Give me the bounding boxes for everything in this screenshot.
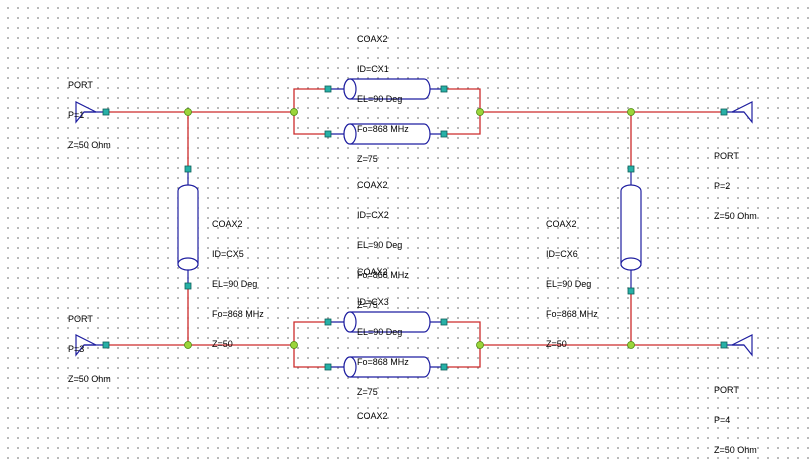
coax-cx6-symbol[interactable] xyxy=(620,169,642,291)
coax-cx6-label-line: COAX2 xyxy=(546,219,577,229)
coax-cx4-label-line: COAX2 xyxy=(357,411,388,421)
wire xyxy=(293,88,328,135)
coax-cx6-label-line: Z=50 xyxy=(546,339,567,349)
pin[interactable] xyxy=(440,363,448,371)
port-3-label: PORT P=3 Z=50 Ohm xyxy=(68,294,111,394)
pin[interactable] xyxy=(324,85,332,93)
coax-cx2-label-line: COAX2 xyxy=(357,180,388,190)
port-2-label-line: Z=50 Ohm xyxy=(714,211,757,221)
components xyxy=(75,78,753,378)
port-4-label-line: PORT xyxy=(714,385,739,395)
coax-cx3-label-line: COAX2 xyxy=(357,267,388,277)
pin[interactable] xyxy=(440,85,448,93)
port-2-label-line: P=2 xyxy=(714,181,731,191)
port-4-label: PORT P=4 Z=50 Ohm xyxy=(714,365,757,465)
port-3-label-line: Z=50 Ohm xyxy=(68,374,111,384)
coax-body xyxy=(620,184,642,271)
port-4-label-line: Z=50 Ohm xyxy=(714,445,757,455)
port-1-label-line: P=1 xyxy=(68,110,85,120)
pins xyxy=(102,85,728,371)
junction-node[interactable] xyxy=(184,341,192,349)
coax-cx5-symbol[interactable] xyxy=(177,169,199,286)
port-1-label: PORT P=1 Z=50 Ohm xyxy=(68,60,111,160)
pin[interactable] xyxy=(720,341,728,349)
pin[interactable] xyxy=(184,282,192,290)
port-1-label-line: Z=50 Ohm xyxy=(68,140,111,150)
port-1-label-line: PORT xyxy=(68,80,93,90)
coax-cx3-symbol[interactable] xyxy=(328,311,444,333)
coax-cx1-label: COAX2 ID=CX1 EL=90 Deg Fo=868 MHz Z=75 xyxy=(357,14,409,174)
coax-end xyxy=(343,356,357,378)
coax-cx5-label-line: Z=50 xyxy=(212,339,233,349)
junction-node[interactable] xyxy=(627,341,635,349)
junction-node[interactable] xyxy=(476,108,484,116)
pin[interactable] xyxy=(324,130,332,138)
pin[interactable] xyxy=(440,130,448,138)
coax-cx5-label-line: Fo=868 MHz xyxy=(212,309,264,319)
coax-cx5-label-line: ID=CX5 xyxy=(212,249,244,259)
coax-cx2-label: COAX2 ID=CX2 EL=90 Deg Fo=868 MHz Z=75 xyxy=(357,160,409,320)
coax-cx1-label-line: Z=75 xyxy=(357,154,378,164)
wire xyxy=(444,321,481,368)
pin[interactable] xyxy=(324,318,332,326)
coax-cx6-label-line: EL=90 Deg xyxy=(546,279,592,289)
port-2-label: PORT P=2 Z=50 Ohm xyxy=(714,131,757,231)
coax-end xyxy=(177,257,199,271)
coax-cx1-label-line: ID=CX1 xyxy=(357,64,389,74)
pin[interactable] xyxy=(102,108,110,116)
wire xyxy=(293,321,328,368)
schematic-canvas xyxy=(75,78,753,378)
port-2-label-line: PORT xyxy=(714,151,739,161)
pin[interactable] xyxy=(627,165,635,173)
coax-cx6-label: COAX2 ID=CX6 EL=90 Deg Fo=868 MHz Z=50 xyxy=(546,199,598,359)
coax-cx1-label-line: EL=90 Deg xyxy=(357,94,403,104)
coax-cx3-label-line: Z=75 xyxy=(357,387,378,397)
junction-node[interactable] xyxy=(476,341,484,349)
coax-cx2-label-line: ID=CX2 xyxy=(357,210,389,220)
coax-cx2-label-line: EL=90 Deg xyxy=(357,240,403,250)
pin[interactable] xyxy=(102,341,110,349)
coax-end xyxy=(620,257,642,271)
pin[interactable] xyxy=(184,165,192,173)
coax-cx2-symbol[interactable] xyxy=(328,123,444,145)
coax-cx2-label-line: Fo=868 MHz xyxy=(357,270,409,280)
junction-node[interactable] xyxy=(184,108,192,116)
coax-cx6-label-line: ID=CX6 xyxy=(546,249,578,259)
pin[interactable] xyxy=(440,318,448,326)
coax-cx3-label-line: ID=CX3 xyxy=(357,297,389,307)
coax-cx1-label-line: Fo=868 MHz xyxy=(357,124,409,134)
coax-cx4-label: COAX2 xyxy=(357,391,388,431)
coax-cx3-label-line: Fo=868 MHz xyxy=(357,357,409,367)
coax-cx2-label-line: Z=75 xyxy=(357,300,378,310)
coax-cx4-symbol[interactable] xyxy=(328,356,444,378)
junction-node[interactable] xyxy=(290,341,298,349)
coax-cx3-label: COAX2 ID=CX3 EL=90 Deg Fo=868 MHz Z=75 xyxy=(357,247,409,407)
coax-cx5-label-line: EL=90 Deg xyxy=(212,279,258,289)
pin[interactable] xyxy=(324,363,332,371)
nodes xyxy=(184,108,635,349)
wire xyxy=(444,88,481,135)
pin[interactable] xyxy=(720,108,728,116)
port-3-label-line: P=3 xyxy=(68,344,85,354)
pin[interactable] xyxy=(627,287,635,295)
port-4-label-line: P=4 xyxy=(714,415,731,425)
coax-end xyxy=(343,311,357,333)
coax-cx1-label-line: COAX2 xyxy=(357,34,388,44)
coax-body xyxy=(177,184,199,271)
junction-node[interactable] xyxy=(290,108,298,116)
port-3-label-line: PORT xyxy=(68,314,93,324)
coax-cx5-label: COAX2 ID=CX5 EL=90 Deg Fo=868 MHz Z=50 xyxy=(212,199,264,359)
coax-cx5-label-line: COAX2 xyxy=(212,219,243,229)
coax-end xyxy=(343,123,357,145)
coax-cx3-label-line: EL=90 Deg xyxy=(357,327,403,337)
junction-node[interactable] xyxy=(627,108,635,116)
coax-end xyxy=(343,78,357,100)
coax-cx6-label-line: Fo=868 MHz xyxy=(546,309,598,319)
